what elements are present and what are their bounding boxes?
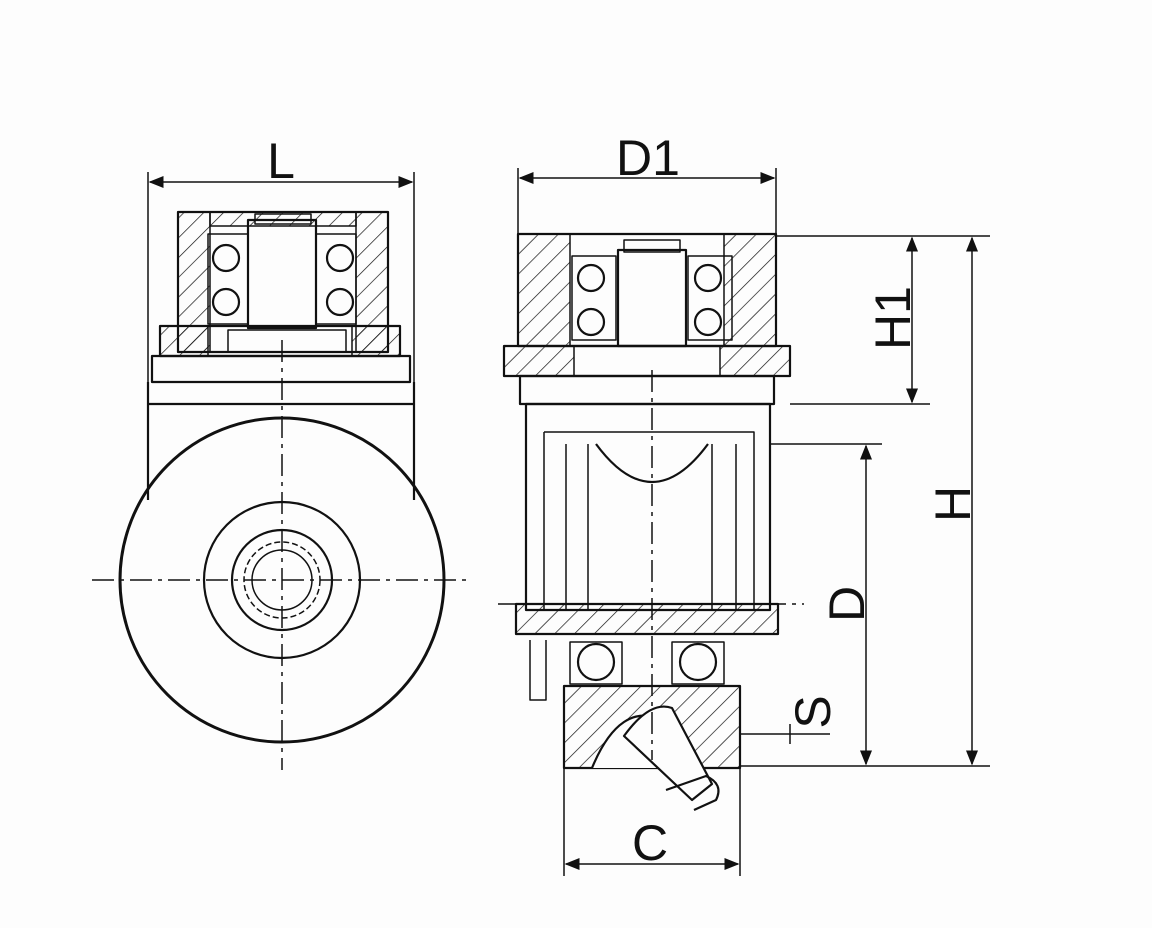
label-H: H — [925, 486, 981, 522]
side-bearing-ball — [576, 263, 606, 293]
front-bearing-ball — [325, 287, 355, 317]
side-lower-bearing — [678, 642, 718, 682]
label-D: D — [819, 586, 875, 622]
side-bearing-ball — [693, 307, 723, 337]
side-bearing-ball — [576, 307, 606, 337]
front-bearing-ball — [325, 243, 355, 273]
label-C: C — [632, 815, 668, 871]
side-fork — [524, 402, 772, 612]
side-lower-bearing — [576, 642, 616, 682]
label-S: S — [785, 695, 841, 728]
side-view — [498, 168, 990, 876]
front-view — [92, 172, 470, 770]
label-H1: H1 — [865, 286, 921, 350]
side-kingpin — [616, 248, 688, 348]
side-axle — [514, 602, 780, 636]
front-bearing-ball — [211, 243, 241, 273]
side-wheel-tread — [595, 443, 709, 483]
label-D1: D1 — [616, 130, 680, 186]
front-bearing-ball — [211, 287, 241, 317]
label-L: L — [267, 133, 295, 189]
side-lever — [622, 705, 714, 802]
front-kingpin — [246, 218, 318, 330]
side-bearing-ball — [693, 263, 723, 293]
front-fork — [146, 382, 416, 500]
